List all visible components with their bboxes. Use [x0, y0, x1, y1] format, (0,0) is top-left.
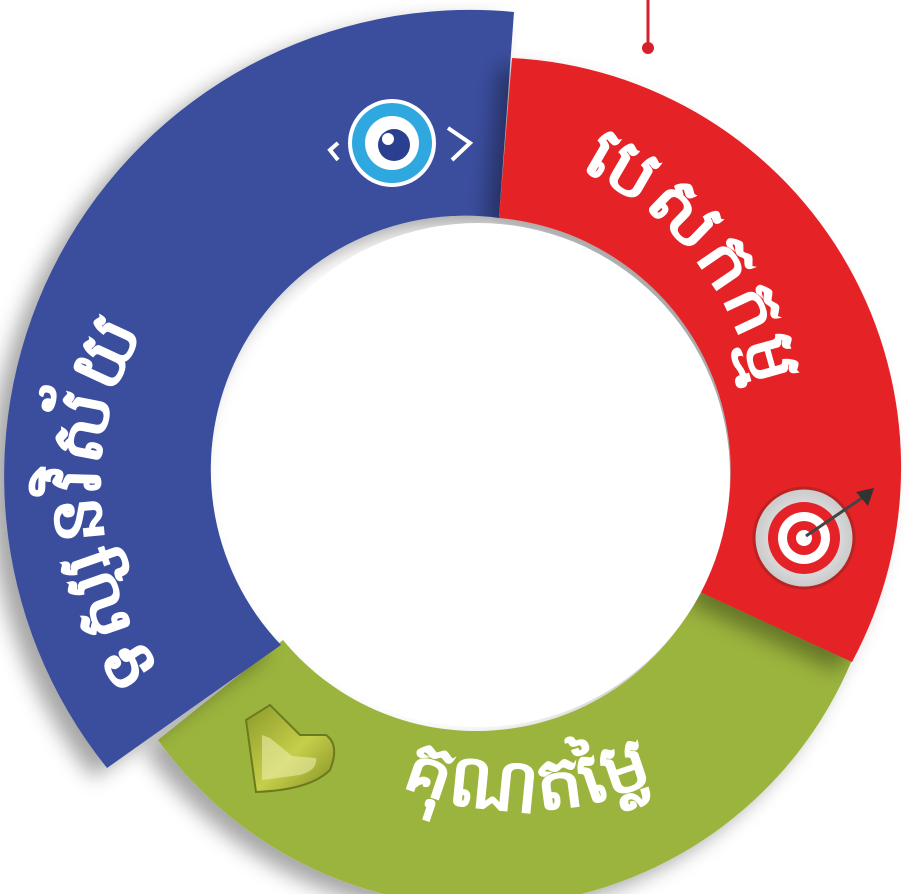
- segment-green: [158, 592, 852, 894]
- pointer-dot: [642, 42, 654, 54]
- eye-icon: [327, 99, 474, 187]
- target-icon: [752, 486, 874, 590]
- heart-icon: [244, 703, 336, 794]
- segment-blue: [4, 9, 515, 769]
- center-circle: [226, 223, 730, 727]
